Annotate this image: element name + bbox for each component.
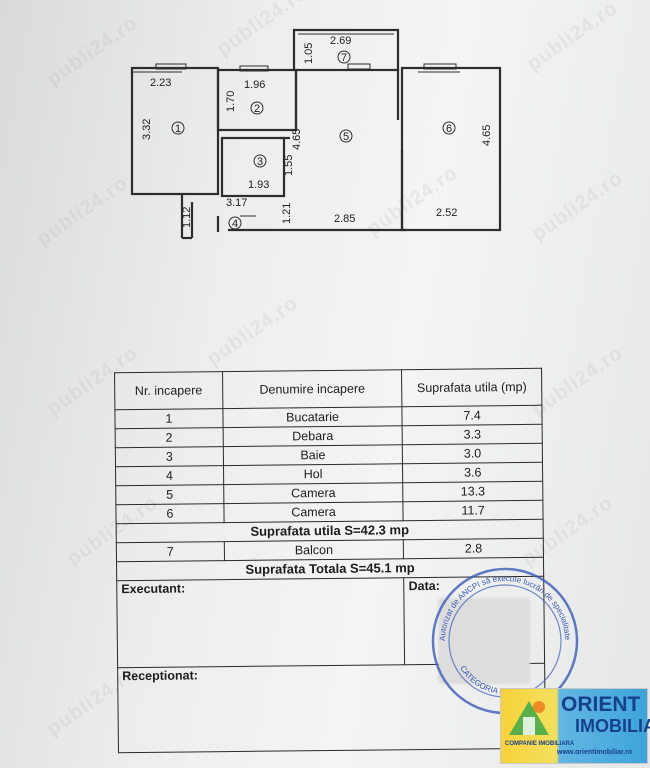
cell-name: Camera (223, 482, 404, 504)
cell-nr: 7 (116, 541, 225, 562)
dim-label: 1.70 (225, 91, 237, 112)
header-name: Denumire incapere (222, 369, 403, 409)
cell-nr: 4 (115, 465, 224, 486)
cell-area: 3.6 (402, 462, 543, 483)
logo-url: www.orientimobiliar.ro (557, 749, 633, 756)
redacted-area (438, 598, 530, 684)
room-number: 7 (341, 52, 347, 64)
dim-label: 4.65 (291, 129, 303, 150)
dim-label: 2.52 (436, 207, 457, 219)
dim-label: 1.55 (283, 155, 295, 176)
cell-area: 7.4 (402, 405, 543, 426)
room-number: 3 (257, 156, 263, 168)
cell-nr: 2 (115, 427, 224, 448)
room-number: 6 (446, 123, 452, 135)
room-number: 4 (232, 218, 238, 230)
logo-subtitle: COMPANIE IMOBILIARA (505, 741, 575, 747)
cell-name: Balcon (224, 539, 404, 561)
dim-label: 3.17 (226, 197, 247, 209)
cell-nr: 1 (114, 408, 223, 429)
cell-name: Baie (223, 444, 403, 466)
cell-area: 3.3 (402, 424, 543, 445)
cell-nr: 3 (115, 446, 224, 467)
dim-label: 1.05 (303, 43, 315, 64)
room-number: 5 (343, 131, 349, 143)
room-number: 2 (254, 103, 260, 115)
dim-label: 2.85 (334, 213, 355, 225)
header-nr: Nr. incapere (114, 371, 223, 410)
dim-label: 3.32 (141, 119, 153, 140)
room-number: 1 (175, 123, 181, 135)
cell-name: Debara (222, 425, 403, 447)
header-area: Suprafata utila (mp) (401, 368, 542, 407)
dim-label: 1.93 (248, 179, 269, 191)
dim-label: 2.69 (330, 35, 351, 47)
cell-nr: 5 (115, 484, 224, 505)
stamp-text: Autorizat de ANCPI să execute lucrări de… (438, 574, 572, 641)
watermark: publi24.ro (522, 0, 623, 76)
cell-area: 11.7 (403, 500, 544, 521)
cell-nr: 6 (115, 503, 224, 524)
watermark: publi24.ro (32, 171, 133, 251)
executant-label: Executant: (116, 577, 405, 668)
dim-label: 1.96 (244, 79, 265, 91)
watermark: publi24.ro (527, 166, 628, 246)
watermark: publi24.ro (527, 341, 628, 421)
cell-name: Bucatarie (222, 406, 403, 428)
official-stamp: Autorizat de ANCPI să execute lucrări de… (431, 567, 579, 715)
dim-label: 2.23 (150, 77, 171, 89)
floor-plan: 2.23 3.32 1.96 1.70 2.69 1.05 4.65 4.65 … (130, 28, 502, 240)
company-logo: ORIENT IMOBILIAR COMPANIE IMOBILIARA www… (500, 688, 650, 764)
cell-area: 13.3 (402, 481, 543, 502)
table-header-row: Nr. incapere Denumire incapere Suprafata… (114, 368, 542, 410)
cell-area: 3.0 (402, 443, 543, 464)
cell-name: Hol (223, 463, 403, 485)
logo-name-line1: ORIENT (561, 693, 641, 716)
watermark: publi24.ro (202, 291, 303, 371)
logo-name-line2: IMOBILIAR (575, 716, 650, 736)
logo-mark-icon (509, 701, 549, 735)
dim-label: 1.12 (181, 207, 193, 228)
dim-label: 4.65 (481, 125, 493, 146)
dim-label: 1.21 (281, 203, 293, 224)
cell-name: Camera (223, 501, 404, 523)
